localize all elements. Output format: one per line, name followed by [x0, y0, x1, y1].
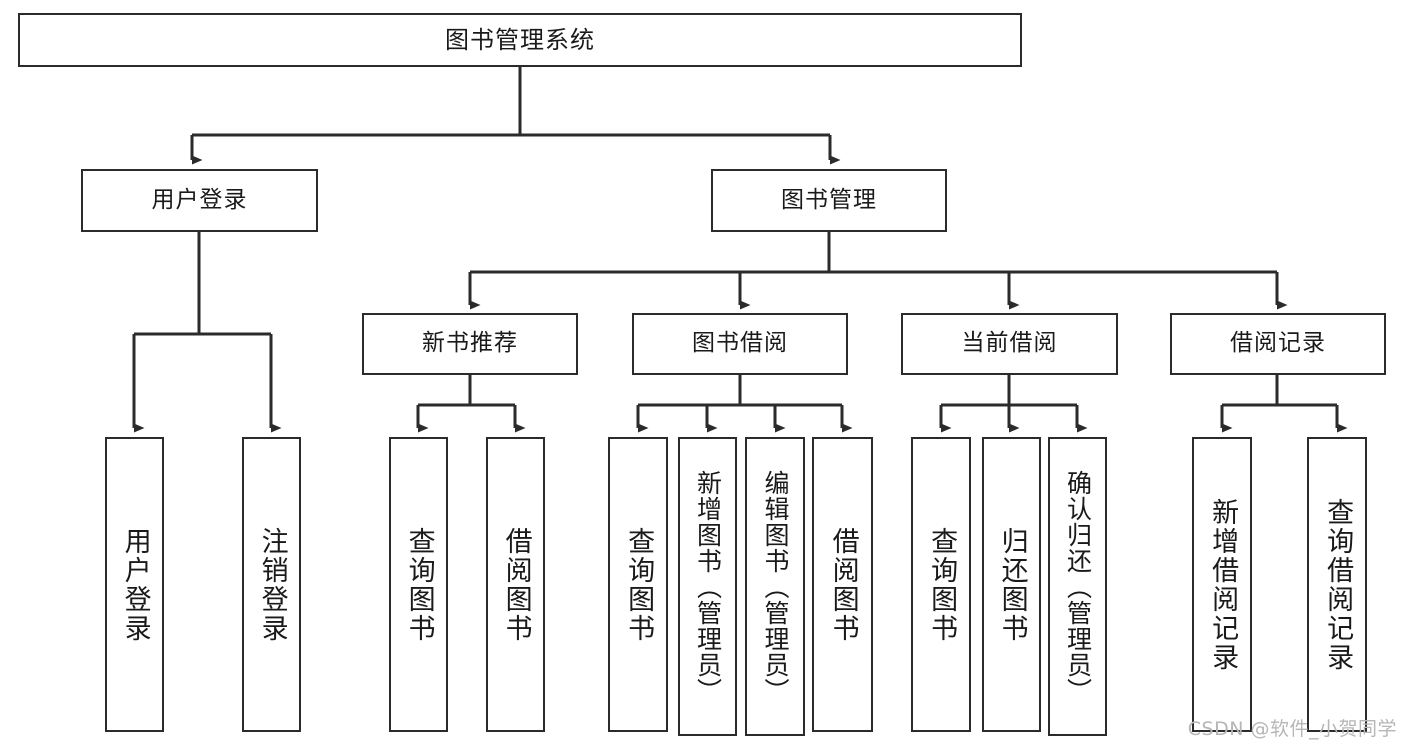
- node-label: 用户登录: [151, 186, 248, 213]
- node-user-login[interactable]: 用户登录: [81, 169, 318, 232]
- leaf-add-book-admin[interactable]: 新增图书（管理员）: [678, 437, 737, 736]
- leaf-add-borrow-record[interactable]: 新增借阅记录: [1192, 437, 1252, 732]
- node-label: 查询图书: [926, 526, 958, 643]
- node-label: 查询图书: [403, 526, 435, 643]
- leaf-user-login[interactable]: 用户登录: [105, 437, 164, 732]
- leaf-query-book-recommend[interactable]: 查询图书: [389, 437, 448, 732]
- node-label: 查询借阅记录: [1322, 497, 1354, 672]
- leaf-edit-book-admin[interactable]: 编辑图书（管理员）: [745, 437, 805, 736]
- node-book-management[interactable]: 图书管理: [711, 169, 947, 232]
- node-label: 新增借阅记录: [1207, 497, 1239, 672]
- csdn-watermark: CSDN @软件_小贺同学: [1187, 718, 1397, 740]
- leaf-borrow-book-recommend[interactable]: 借阅图书: [486, 437, 545, 732]
- node-label: 新增图书（管理员）: [693, 469, 723, 704]
- leaf-logout[interactable]: 注销登录: [242, 437, 301, 732]
- node-label: 归还图书: [996, 526, 1028, 643]
- node-new-book-recommendation[interactable]: 新书推荐: [362, 313, 578, 375]
- node-label: 图书管理: [781, 186, 877, 213]
- node-label: 借阅图书: [827, 526, 859, 643]
- leaf-query-book-borrow[interactable]: 查询图书: [608, 437, 668, 732]
- leaf-borrow-book[interactable]: 借阅图书: [812, 437, 873, 732]
- node-book-borrowing[interactable]: 图书借阅: [632, 313, 848, 375]
- leaf-query-book-current[interactable]: 查询图书: [911, 437, 971, 732]
- node-label: 借阅记录: [1230, 330, 1326, 357]
- node-root-book-management-system[interactable]: 图书管理系统: [18, 13, 1022, 67]
- node-label: 编辑图书（管理员）: [761, 469, 790, 704]
- node-label: 查询图书: [623, 526, 655, 643]
- node-label: 图书借阅: [692, 330, 788, 357]
- leaf-query-borrow-record[interactable]: 查询借阅记录: [1307, 437, 1367, 732]
- node-label: 注销登录: [256, 526, 288, 643]
- node-label: 图书管理系统: [445, 25, 595, 54]
- node-current-borrowing[interactable]: 当前借阅: [901, 313, 1118, 375]
- node-label: 当前借阅: [961, 330, 1058, 357]
- node-label: 用户登录: [119, 526, 151, 643]
- leaf-return-book[interactable]: 归还图书: [982, 437, 1041, 732]
- node-label: 新书推荐: [422, 330, 518, 357]
- node-label: 确认归还（管理员）: [1063, 469, 1093, 704]
- node-borrowing-record[interactable]: 借阅记录: [1170, 313, 1386, 375]
- node-label: 借阅图书: [500, 526, 532, 643]
- leaf-confirm-return-admin[interactable]: 确认归还（管理员）: [1048, 437, 1107, 736]
